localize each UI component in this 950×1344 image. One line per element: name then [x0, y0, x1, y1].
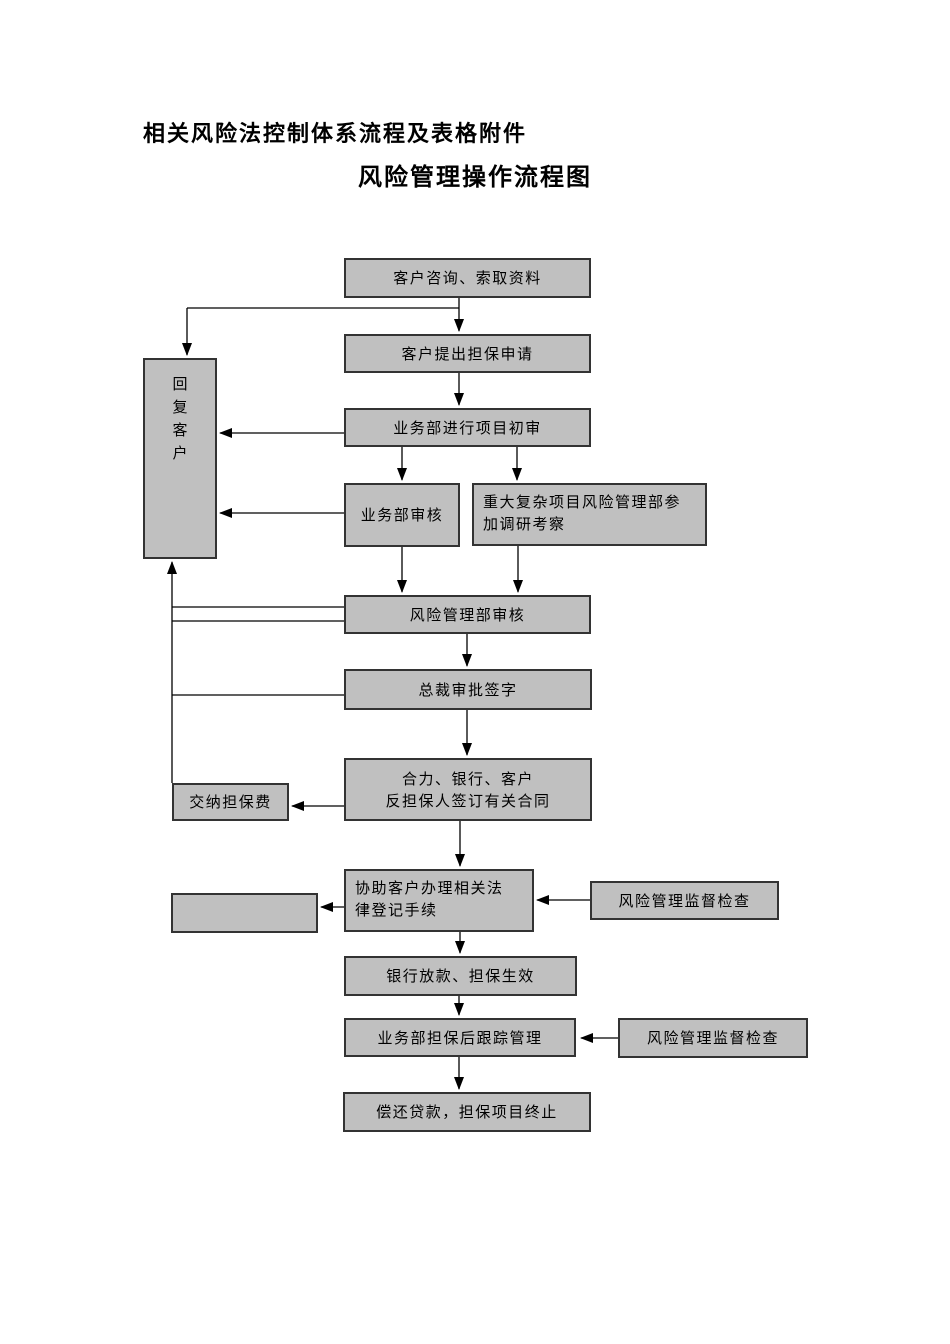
- node-label: 客户咨询、索取资料: [393, 269, 542, 287]
- node-label: 业务部审核: [360, 506, 444, 524]
- node-label-line1: 合力、银行、客户: [401, 769, 534, 788]
- flow-node-unlabeled: [171, 893, 318, 933]
- node-label: 业务部担保后跟踪管理: [377, 1028, 543, 1047]
- flow-node-bank-loan: 银行放款、担保生效: [344, 956, 577, 996]
- flow-node-consult: 客户咨询、索取资料: [344, 258, 591, 298]
- node-label-line2: 反担保人签订有关合同: [385, 791, 551, 810]
- flow-node-apply: 客户提出担保申请: [344, 334, 591, 373]
- node-label: 交纳担保费: [189, 793, 272, 811]
- flow-node-supervision-1: 风险管理监督检查: [590, 881, 779, 920]
- flow-node-terminate: 偿还贷款，担保项目终止: [343, 1092, 591, 1132]
- flow-node-sign-contract: 合力、银行、客户 反担保人签订有关合同: [344, 758, 592, 821]
- node-label-line2: 律登记手续: [355, 901, 438, 919]
- flow-node-reply-customer: 回复客户: [143, 358, 217, 559]
- flow-node-biz-review: 业务部审核: [344, 483, 460, 547]
- flow-node-post-tracking: 业务部担保后跟踪管理: [344, 1018, 576, 1057]
- flow-node-risk-review: 风险管理部审核: [344, 595, 591, 634]
- node-label-line2: 加调研考察: [483, 515, 566, 533]
- flow-node-assist-legal: 协助客户办理相关法 律登记手续: [344, 869, 534, 932]
- flow-node-ceo-sign: 总裁审批签字: [344, 669, 592, 710]
- node-label: 偿还贷款，担保项目终止: [376, 1103, 558, 1121]
- flow-node-initial-review: 业务部进行项目初审: [344, 408, 591, 447]
- flowchart-title: 风险管理操作流程图: [358, 163, 592, 191]
- node-label: 银行放款、担保生效: [386, 967, 535, 985]
- node-label: 风险管理部审核: [409, 605, 526, 624]
- node-label-line1: 协助客户办理相关法: [355, 879, 504, 897]
- node-label: 客户提出担保申请: [401, 344, 534, 363]
- node-label: 风险管理监督检查: [618, 891, 751, 910]
- flow-node-supervision-2: 风险管理监督检查: [618, 1018, 808, 1058]
- node-label: 总裁审批签字: [418, 680, 518, 699]
- page-title: 相关风险法控制体系流程及表格附件: [143, 122, 528, 147]
- node-label-line1: 重大复杂项目风险管理部参: [483, 493, 682, 511]
- flow-node-major-project: 重大复杂项目风险管理部参 加调研考察: [472, 483, 707, 546]
- node-label: 风险管理监督检查: [646, 1029, 779, 1047]
- flow-node-pay-fee: 交纳担保费: [172, 783, 289, 821]
- node-label: 业务部进行项目初审: [393, 418, 542, 437]
- node-label-vertical: 回复客户: [172, 375, 188, 462]
